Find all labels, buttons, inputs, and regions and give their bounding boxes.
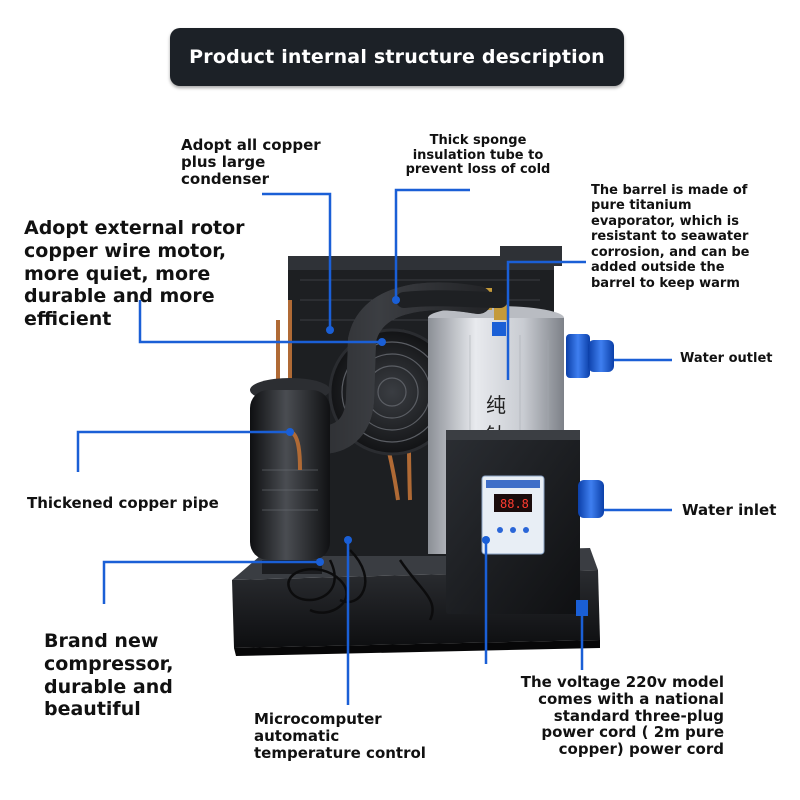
label-barrel: The barrel is made of pure titanium evap…	[591, 183, 750, 291]
marker-compressor	[316, 558, 324, 566]
controller-readout: 88.8	[500, 497, 529, 511]
label-compressor: Brand new compressor, durable and beauti…	[44, 630, 174, 721]
marker-condenser	[326, 326, 334, 334]
label-voltage: The voltage 220v model comes with a nati…	[520, 673, 724, 759]
marker-voltage-cable	[576, 600, 588, 616]
controller-display	[494, 494, 532, 512]
label-motor: Adopt external rotor copper wire motor, …	[24, 217, 245, 331]
marker-voltage	[482, 536, 490, 544]
label-microcomputer: Microcomputer automatic temperature cont…	[254, 710, 426, 762]
marker-copper-pipe	[286, 428, 294, 436]
label-water-inlet: Water inlet	[682, 501, 777, 519]
label-water-outlet: Water outlet	[680, 351, 773, 366]
barrel-char-1: 纯	[486, 393, 506, 417]
water-inlet-fitting	[578, 480, 604, 518]
label-sponge: Thick sponge insulation tube to prevent …	[405, 133, 551, 178]
label-condenser: Adopt all copper plus large condenser	[181, 136, 321, 188]
marker-motor	[378, 338, 386, 346]
water-outlet-fitting	[566, 334, 590, 378]
marker-barrel	[492, 322, 506, 336]
label-copper-pipe: Thickened copper pipe	[27, 494, 219, 512]
compressor	[250, 390, 330, 560]
marker-microcomputer	[344, 536, 352, 544]
marker-sponge	[392, 296, 400, 304]
title-banner: Product internal structure description	[170, 28, 624, 86]
page-title: Product internal structure description	[189, 46, 605, 68]
